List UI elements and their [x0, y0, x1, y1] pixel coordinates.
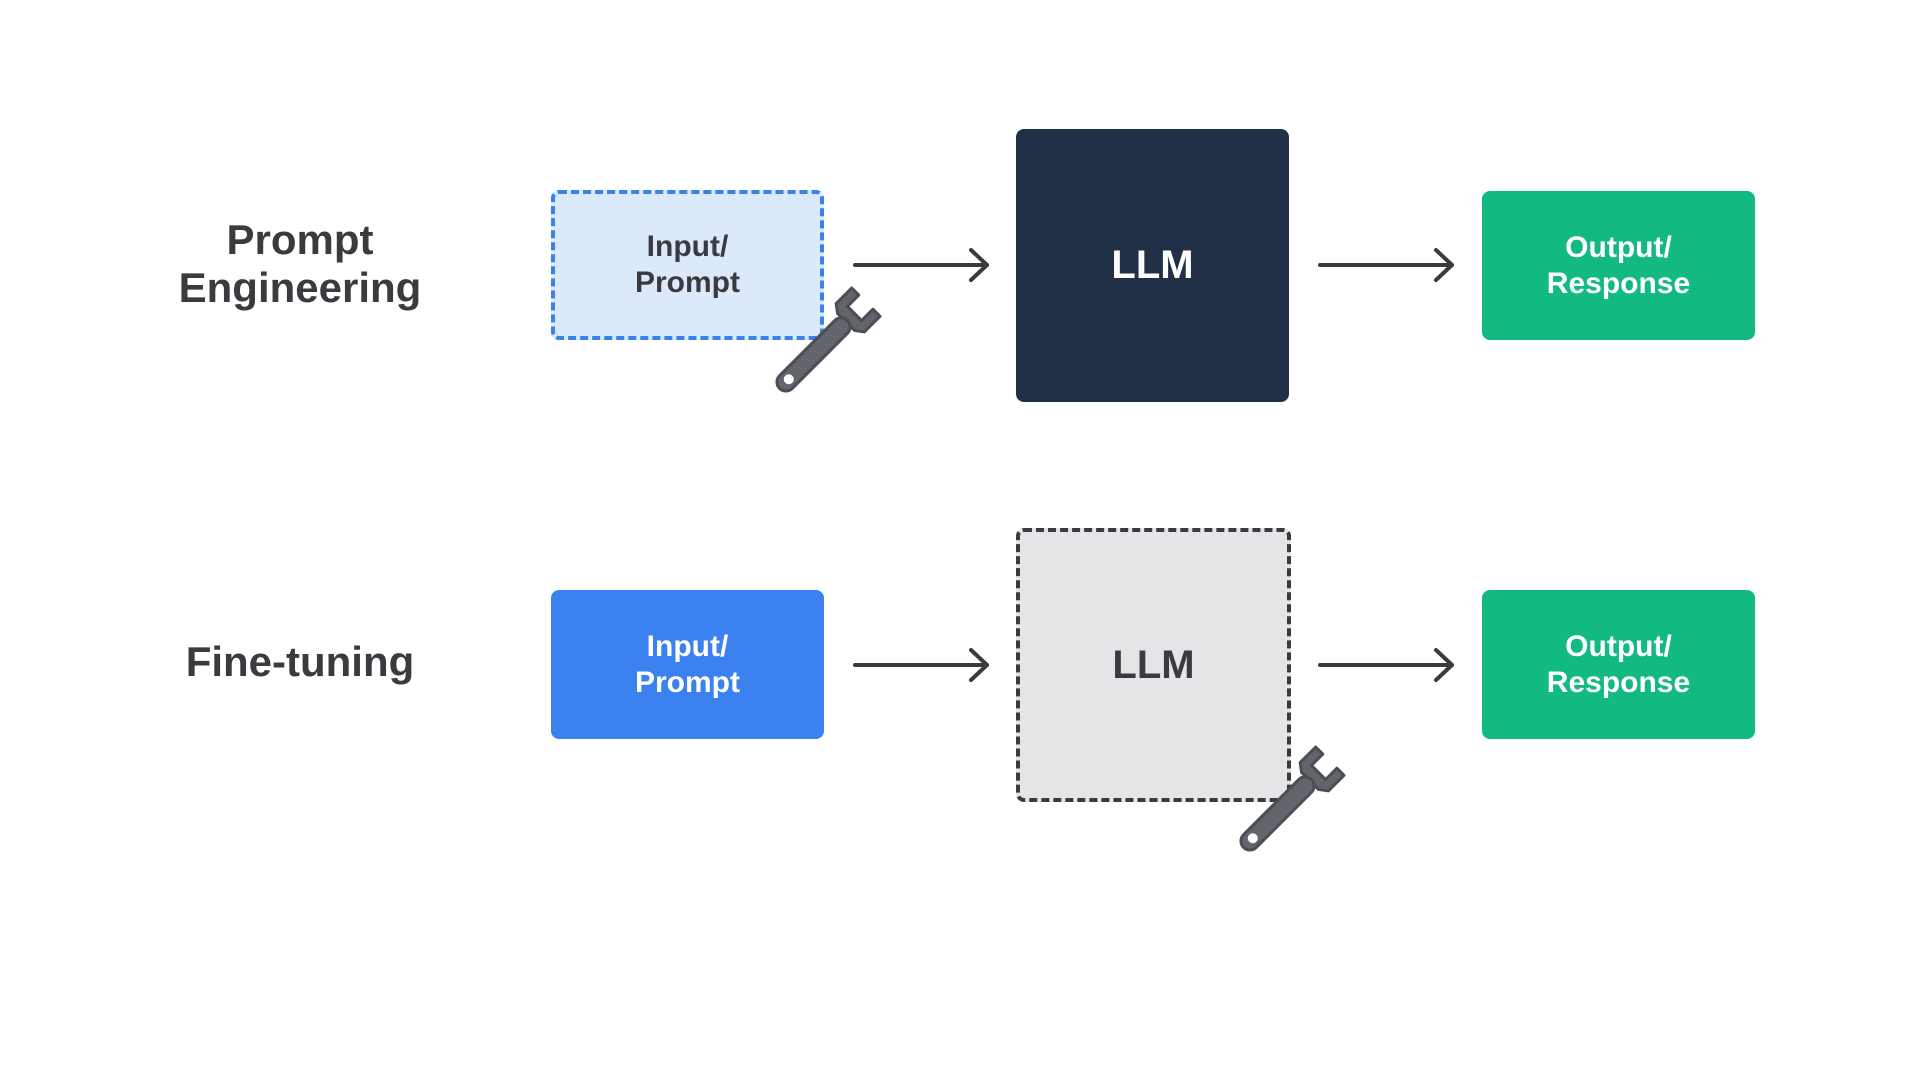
wrench-icon	[775, 286, 882, 393]
box-label-line: Prompt	[635, 665, 740, 699]
ft-input-prompt-box: Input/ Prompt	[551, 590, 824, 739]
llm-label: LLM	[1111, 243, 1194, 287]
wrench-icon	[1239, 745, 1346, 852]
llm-label: LLM	[1112, 642, 1195, 687]
row-label-fine-tuning: Fine-tuning	[130, 638, 470, 686]
arrow-right-icon	[1318, 648, 1454, 682]
row-label-line: Engineering	[178, 264, 422, 311]
box-label-line: Prompt	[635, 266, 740, 299]
row-label-line: Fine-tuning	[185, 638, 415, 685]
arrow-right-icon	[1318, 248, 1454, 282]
pe-output-response-box: Output/ Response	[1482, 191, 1755, 340]
arrow-right-icon	[853, 648, 989, 682]
row-label-prompt-engineering: Prompt Engineering	[130, 216, 470, 312]
ft-output-response-box: Output/ Response	[1482, 590, 1755, 739]
ft-llm-box: LLM	[1016, 528, 1291, 802]
pe-input-prompt-box: Input/ Prompt	[551, 190, 824, 340]
box-label-line: Input/	[646, 230, 729, 263]
box-label-line: Response	[1546, 665, 1691, 699]
arrow-right-icon	[853, 248, 989, 282]
box-label-line: Output/	[1565, 629, 1672, 663]
pe-llm-box: LLM	[1016, 129, 1289, 402]
box-label-line: Output/	[1565, 230, 1672, 264]
box-label-line: Response	[1546, 266, 1691, 300]
box-label-line: Input/	[646, 629, 729, 663]
row-label-line: Prompt	[226, 216, 374, 263]
